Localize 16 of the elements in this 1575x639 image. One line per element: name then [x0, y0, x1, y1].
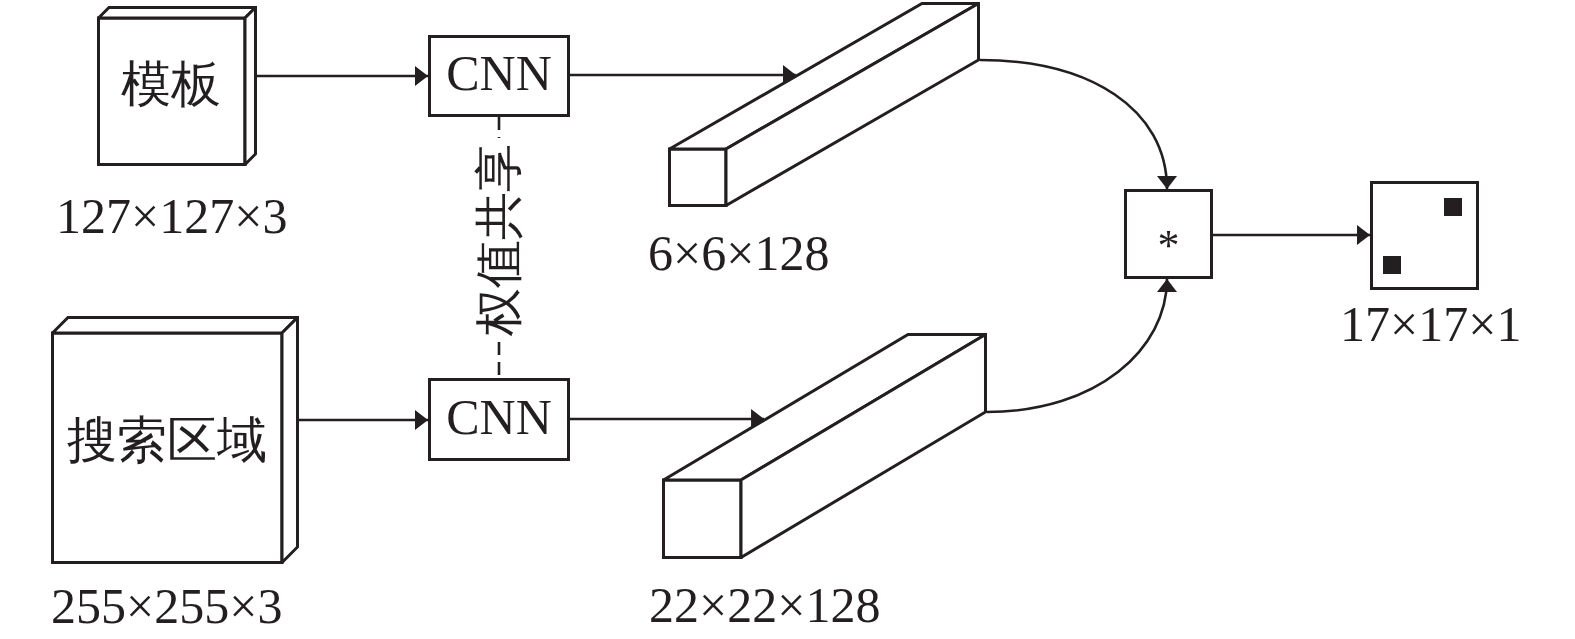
cuboid-bar — [668, 2, 980, 207]
cuboid-bar — [662, 333, 987, 559]
size-label: 127×127×3 — [56, 191, 288, 241]
size-label: 255×255×3 — [51, 581, 283, 631]
size-label: 22×22×128 — [649, 580, 881, 630]
process-box: CNN — [428, 378, 570, 461]
operator-box: * — [1124, 189, 1213, 279]
arrow — [257, 66, 428, 86]
arrow — [1213, 225, 1370, 245]
process-box: CNN — [428, 35, 570, 117]
size-label: 6×6×128 — [648, 228, 830, 278]
square-box — [1370, 181, 1479, 290]
curved-arrow — [979, 58, 1176, 190]
size-label: 17×17×1 — [1340, 299, 1522, 349]
arrow — [299, 410, 428, 430]
curved-arrow — [986, 278, 1176, 414]
